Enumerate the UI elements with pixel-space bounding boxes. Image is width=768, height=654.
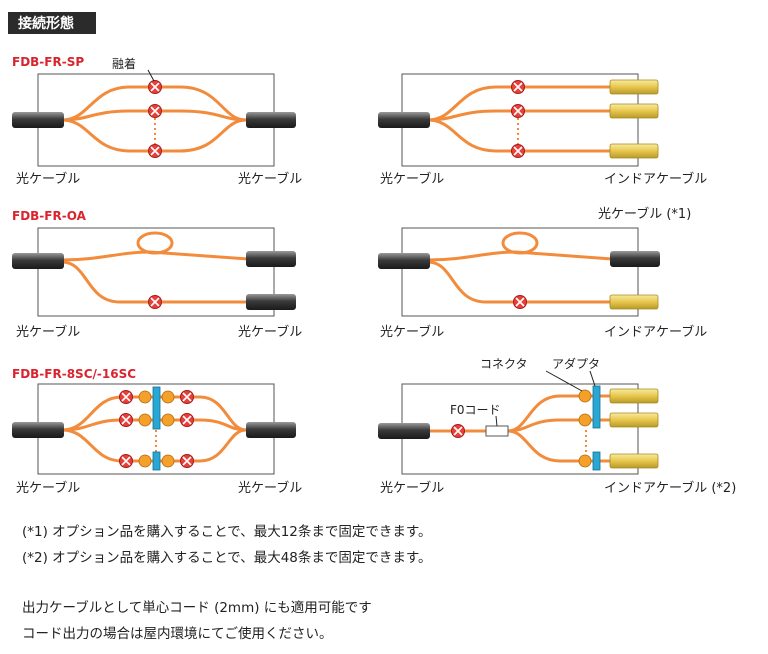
optical-cable-icon — [378, 253, 430, 269]
optical-cable-icon — [246, 112, 296, 128]
indoor-cable-label: インドアケーブル — [604, 324, 707, 340]
fusion-splice-icon — [451, 424, 465, 438]
adapter-label: アダプタ — [552, 356, 600, 371]
section-title-sp: FDB-FR-SP — [12, 55, 84, 69]
header-bar — [8, 12, 96, 34]
note-2: (*2) オプション品を購入することで、最大48条まで固定できます。 — [22, 550, 432, 566]
connector-icon — [138, 454, 152, 468]
connector-icon — [578, 454, 592, 468]
sc-left-panel — [12, 383, 296, 475]
connector-icon — [578, 389, 592, 403]
indoor-connector-icon — [609, 103, 659, 119]
indoor-connector-icon — [609, 453, 659, 469]
fusion-splice-icon — [513, 295, 527, 309]
optical-cable-icon — [246, 294, 296, 310]
fusion-splice-icon — [119, 454, 133, 468]
section-title-8sc: FDB-FR-8SC/-16SC — [12, 367, 136, 381]
fusion-splice-icon — [119, 390, 133, 404]
oa-left-panel — [12, 227, 296, 317]
cable-label: 光ケーブル — [238, 480, 302, 496]
fusion-splice-icon — [180, 390, 194, 404]
indoor-connector-icon — [609, 79, 659, 95]
optical-cable-icon — [12, 253, 64, 269]
indoor-connector-icon — [609, 412, 659, 428]
fusion-splice-icon — [511, 144, 525, 158]
connector-icon — [161, 454, 175, 468]
indoor-cable-label: インドアケーブル — [604, 171, 707, 187]
optical-cable-icon — [12, 422, 64, 438]
cable-label: 光ケーブル — [380, 171, 444, 187]
header-title: 接続形態 — [18, 15, 74, 32]
optical-cable-icon — [378, 423, 430, 439]
sc-right-panel — [378, 370, 659, 475]
optical-cable-icon — [610, 251, 660, 267]
fusion-splice-icon — [180, 413, 194, 427]
fo-cord-icon — [485, 425, 509, 437]
indoor-connector-icon — [609, 294, 659, 310]
fusion-splice-icon — [511, 80, 525, 94]
optical-cable-icon — [246, 251, 296, 267]
cable-label: 光ケーブル — [16, 324, 80, 340]
note-3: 出力ケーブルとして単心コード (2mm) にも適用可能です — [22, 600, 372, 616]
connector-icon — [138, 413, 152, 427]
indoor-connector-icon — [609, 388, 659, 404]
note-4: コード出力の場合は屋内環境にてご使用ください。 — [22, 626, 333, 642]
fusion-splice-icon — [180, 454, 194, 468]
fo-cord-label: F0コード — [450, 403, 501, 417]
adapter-icon — [592, 451, 601, 471]
adapter-icon — [152, 386, 161, 430]
adapter-icon — [152, 451, 161, 471]
cable-label-note1: 光ケーブル (*1) — [598, 206, 691, 222]
indoor-cable-label-note2: インドアケーブル (*2) — [604, 480, 736, 496]
fusion-splice-icon — [148, 80, 162, 94]
fusion-splice-icon — [119, 413, 133, 427]
cable-label: 光ケーブル — [380, 324, 444, 340]
optical-cable-icon — [12, 112, 64, 128]
cable-label: 光ケーブル — [16, 171, 80, 187]
connector-label: コネクタ — [480, 357, 528, 371]
fusion-splice-icon — [511, 104, 525, 118]
sp-left-panel — [12, 69, 296, 167]
fusion-splice-icon — [148, 104, 162, 118]
optical-cable-icon — [246, 422, 296, 438]
connector-icon — [161, 413, 175, 427]
cable-label: 光ケーブル — [238, 171, 302, 187]
connector-icon — [161, 390, 175, 404]
connector-icon — [138, 390, 152, 404]
cable-label: 光ケーブル — [380, 480, 444, 496]
adapter-icon — [592, 385, 601, 429]
cable-label: 光ケーブル — [16, 480, 80, 496]
sp-right-panel — [378, 73, 659, 167]
indoor-connector-icon — [609, 143, 659, 159]
cable-label: 光ケーブル — [238, 324, 302, 340]
fusion-splice-icon — [148, 144, 162, 158]
section-title-oa: FDB-FR-OA — [12, 209, 87, 223]
optical-cable-icon — [378, 112, 430, 128]
connector-icon — [578, 413, 592, 427]
note-1: (*1) オプション品を購入することで、最大12条まで固定できます。 — [22, 524, 432, 540]
fusion-splice-icon — [148, 295, 162, 309]
fusion-label: 融着 — [112, 56, 136, 71]
oa-right-panel — [378, 227, 660, 317]
